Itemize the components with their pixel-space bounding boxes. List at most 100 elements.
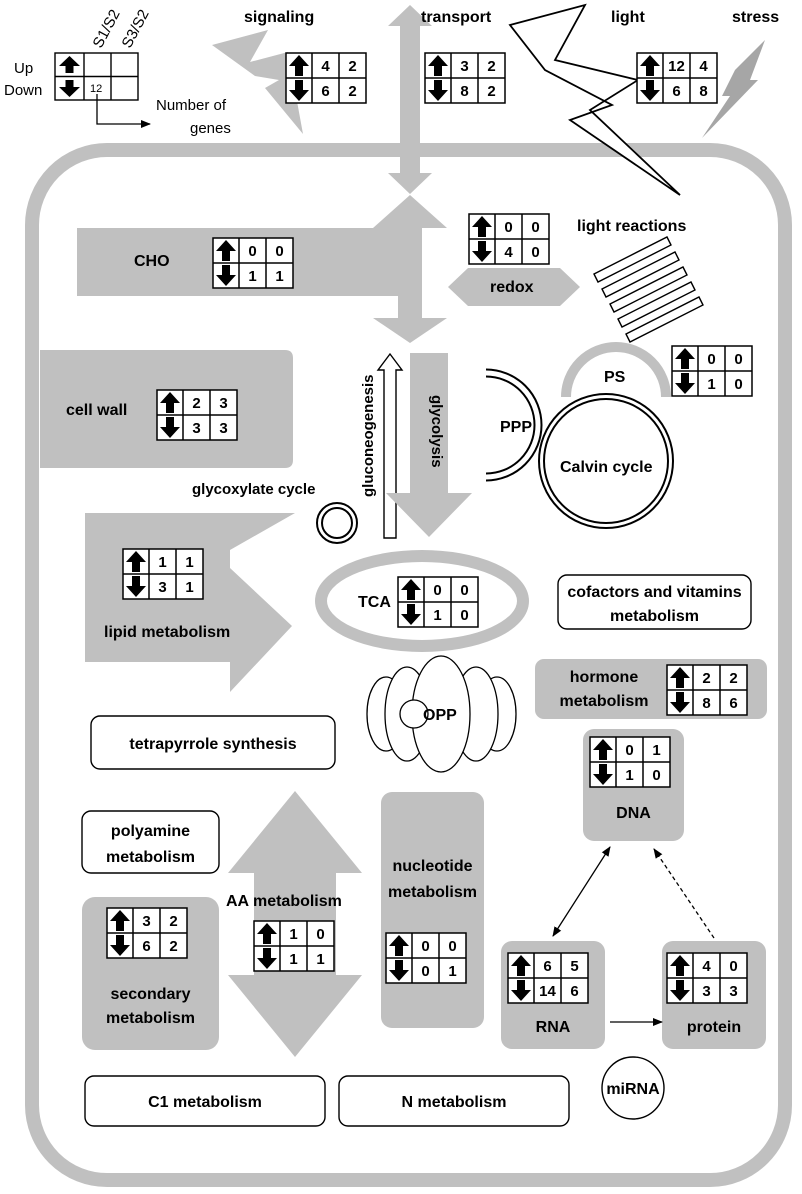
down-count-s3-s2: 0 xyxy=(531,244,539,261)
rna-label: RNA xyxy=(536,1019,571,1036)
legend-note-line2: genes xyxy=(190,120,231,137)
nucleotide-box xyxy=(381,792,484,1028)
stress-label: stress xyxy=(732,9,779,26)
up-count-s1-s2: 1 xyxy=(158,554,166,571)
cho-label: CHO xyxy=(134,253,170,270)
tetrapyrrole-label: tetrapyrrole synthesis xyxy=(129,736,296,753)
up-arrow-icon xyxy=(511,955,531,976)
down-count-s3-s2: 1 xyxy=(448,963,456,980)
down-count-s3-s2: 0 xyxy=(652,767,660,784)
down-count-s1-s2: 14 xyxy=(539,983,556,1000)
calvin-cycle-label: Calvin cycle xyxy=(560,459,653,476)
lipid-label: lipid metabolism xyxy=(104,624,230,641)
down-count-s1-s2: 3 xyxy=(702,983,710,1000)
down-arrow-icon xyxy=(593,764,613,785)
down-count-s1-s2: 4 xyxy=(504,244,513,261)
down-arrow-icon xyxy=(126,576,146,597)
down-arrow-icon xyxy=(289,80,309,101)
up-count-s1-s2: 0 xyxy=(707,351,715,368)
down-count-s3-s2: 2 xyxy=(348,83,356,100)
up-count-s1-s2: 4 xyxy=(321,58,330,75)
up-count-s3-s2: 2 xyxy=(169,913,177,930)
up-arrow-icon xyxy=(289,55,309,76)
up-arrow-icon xyxy=(110,910,130,931)
down-arrow-icon xyxy=(670,692,690,713)
legend-down-label: Down xyxy=(4,82,42,99)
down-count-s1-s2: 0 xyxy=(421,963,429,980)
up-count-s1-s2: 0 xyxy=(421,938,429,955)
up-arrow-icon xyxy=(472,216,492,237)
redox-hexagon xyxy=(448,268,580,306)
up-count-s1-s2: 0 xyxy=(248,243,256,260)
up-count-s1-s2: 4 xyxy=(702,958,711,975)
cofactors-label-line1: cofactors and vitamins xyxy=(567,584,741,601)
signaling-bolt-icon xyxy=(212,30,303,134)
opp-shape xyxy=(366,655,517,773)
down-count-s1-s2: 6 xyxy=(142,938,150,955)
tetrapyrrole-box xyxy=(90,715,336,770)
cofactors-label-line2: metabolism xyxy=(610,608,699,625)
up-arrow-icon xyxy=(670,667,690,688)
down-count-s3-s2: 3 xyxy=(219,420,227,437)
dna-label: DNA xyxy=(616,805,651,822)
up-arrow-icon xyxy=(389,935,409,956)
hormone-label-line1: hormone xyxy=(570,669,639,686)
down-count-s1-s2: 3 xyxy=(158,579,166,596)
down-arrow-icon xyxy=(670,980,690,1001)
down-count-s3-s2: 1 xyxy=(275,268,283,285)
up-count-s3-s2: 3 xyxy=(219,395,227,412)
up-arrow-icon xyxy=(675,348,695,369)
signaling-count-table: 4 2 6 2 xyxy=(285,52,367,104)
down-count-s3-s2: 6 xyxy=(570,983,578,1000)
polyamine-box xyxy=(81,810,220,874)
mirna-circle xyxy=(601,1056,665,1120)
down-count-s3-s2: 1 xyxy=(316,951,324,968)
thylakoid-stack-icon xyxy=(593,236,704,343)
up-arrow-icon xyxy=(593,739,613,760)
down-count-s1-s2: 6 xyxy=(672,83,680,100)
light-reactions-label: light reactions xyxy=(577,218,686,235)
up-count-s1-s2: 0 xyxy=(625,742,633,759)
up-arrow-icon xyxy=(670,955,690,976)
legend-col2-header: S3/S2 xyxy=(119,7,153,51)
mirna-label: miRNA xyxy=(606,1081,660,1098)
secondary-label-line1: secondary xyxy=(110,986,190,1003)
up-arrow-icon xyxy=(160,392,180,413)
up-count-s3-s2: 0 xyxy=(729,958,737,975)
redox-label: redox xyxy=(490,279,534,296)
down-arrow-icon xyxy=(216,265,236,286)
ps-arc xyxy=(561,342,671,398)
nucleotide-label-line2: metabolism xyxy=(388,884,477,901)
polyamine-label-line1: polyamine xyxy=(111,823,190,840)
up-arrow-icon xyxy=(126,551,146,572)
ppp-label: PPP xyxy=(500,419,532,436)
n-metabolism-label: N metabolism xyxy=(402,1094,507,1111)
up-count-s3-s2: 0 xyxy=(460,582,468,599)
legend-example-value: 12 xyxy=(90,83,102,95)
legend-pointer-line xyxy=(96,94,151,128)
up-arrow-icon xyxy=(216,240,236,261)
up-count-s3-s2: 1 xyxy=(652,742,660,759)
tca-ring xyxy=(315,550,529,652)
up-count-s3-s2: 0 xyxy=(734,351,742,368)
signaling-label: signaling xyxy=(244,9,314,26)
down-count-s1-s2: 6 xyxy=(321,83,329,100)
up-count-s3-s2: 2 xyxy=(348,58,356,75)
cofactors-box xyxy=(557,574,752,630)
legend-down-arrow-icon xyxy=(59,80,80,97)
gluconeogenesis-arrow xyxy=(376,352,404,539)
up-count-s3-s2: 0 xyxy=(531,219,539,236)
tca-label: TCA xyxy=(358,594,391,611)
up-count-s1-s2: 2 xyxy=(702,670,710,687)
down-count-s3-s2: 0 xyxy=(734,376,742,393)
down-arrow-icon xyxy=(675,373,695,394)
